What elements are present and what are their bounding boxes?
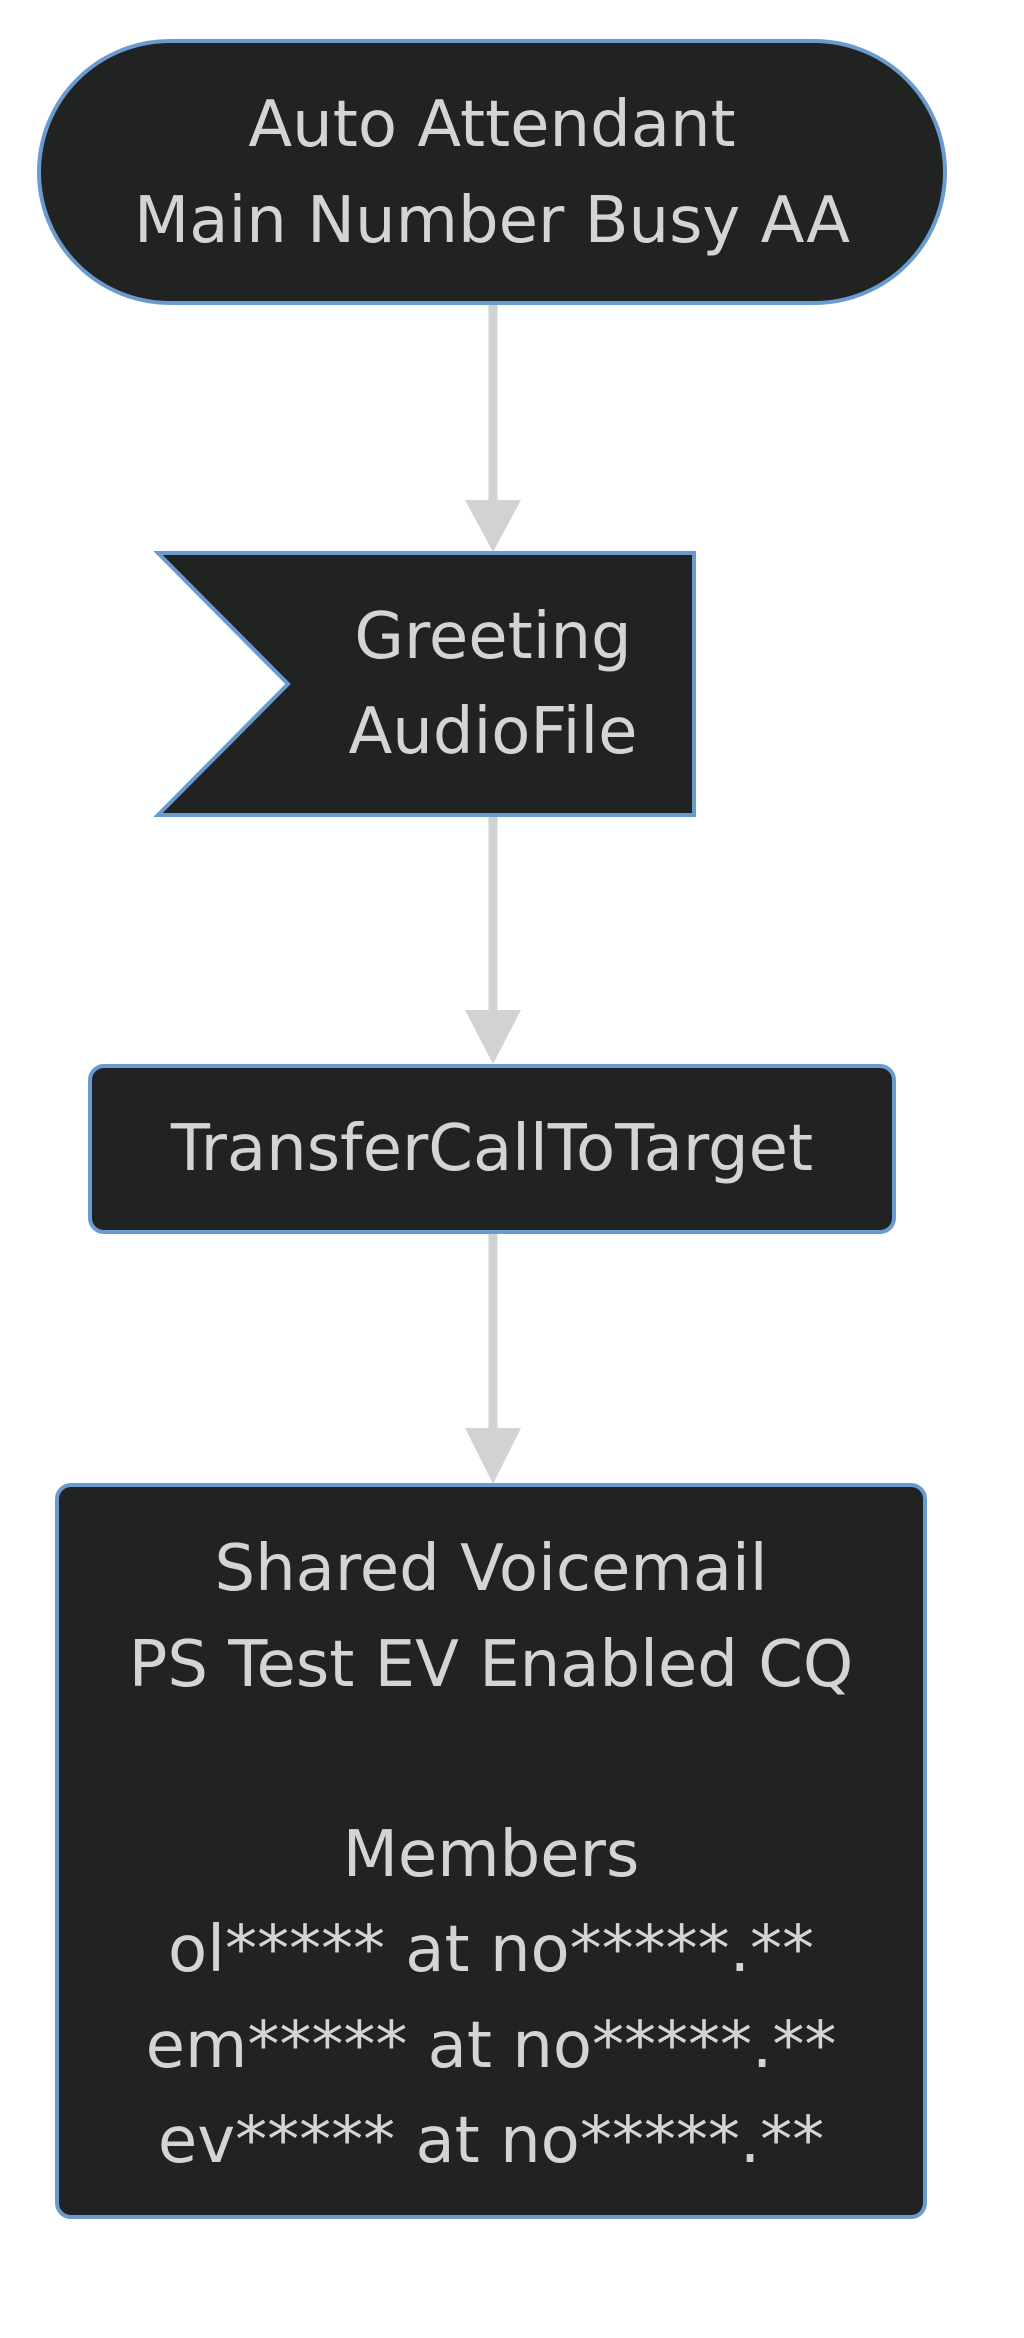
- greeting-type: AudioFile: [349, 695, 638, 769]
- greeting-shape: [153, 551, 696, 817]
- shared-voicemail-shape: [55, 1483, 927, 2219]
- arrowhead-shared-voicemail: [465, 1428, 521, 1484]
- edges: [465, 304, 521, 1484]
- shared-voicemail-name: PS Test EV Enabled CQ: [129, 1628, 854, 1702]
- auto-attendant-shape: [37, 39, 947, 305]
- arrowhead-greeting: [465, 500, 521, 552]
- transfer-shape: [88, 1064, 896, 1234]
- greeting-title: Greeting: [354, 600, 631, 674]
- arrowhead-transfer: [465, 1010, 521, 1064]
- member-2: em***** at no*****.**: [146, 2009, 837, 2083]
- shared-voicemail-title: Shared Voicemail: [214, 1532, 767, 1606]
- node-greeting[interactable]: Greeting AudioFile: [153, 551, 696, 817]
- member-3: ev***** at no*****.**: [158, 2104, 824, 2178]
- auto-attendant-name: Main Number Busy AA: [134, 184, 850, 258]
- auto-attendant-title: Auto Attendant: [248, 88, 735, 162]
- members-heading: Members: [343, 1818, 640, 1892]
- node-transfer-call-to-target[interactable]: TransferCallToTarget: [88, 1064, 896, 1234]
- transfer-label: TransferCallToTarget: [170, 1112, 813, 1186]
- node-auto-attendant[interactable]: Auto Attendant Main Number Busy AA: [37, 39, 947, 305]
- member-1: ol***** at no*****.**: [168, 1913, 814, 1987]
- node-shared-voicemail[interactable]: Shared Voicemail PS Test EV Enabled CQ M…: [55, 1483, 927, 2219]
